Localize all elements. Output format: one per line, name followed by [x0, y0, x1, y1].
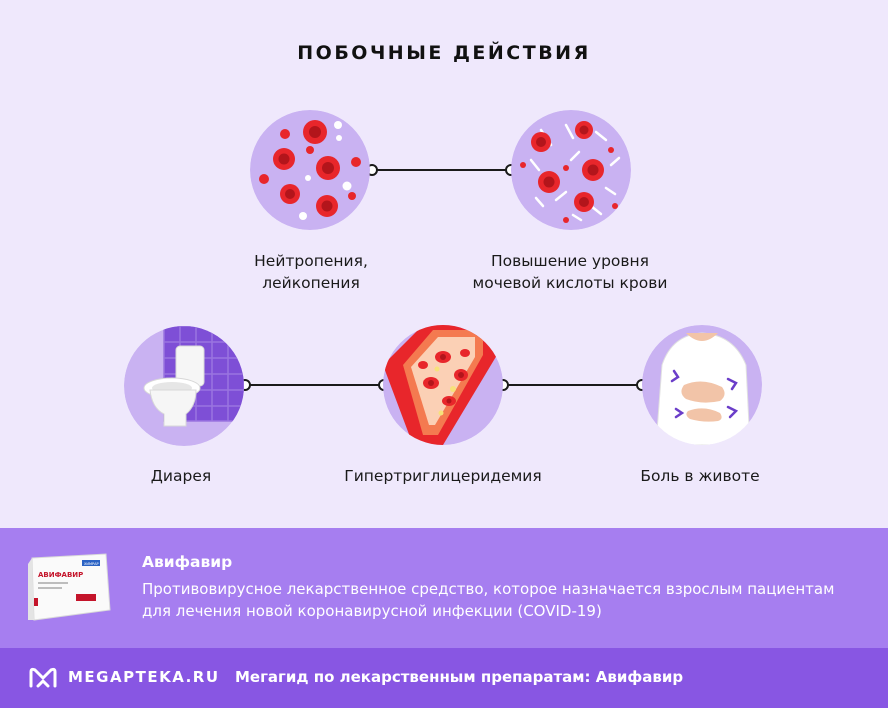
- stomach-pain-icon: [642, 325, 762, 445]
- brand-name[interactable]: MEGAPTEKA.RU: [68, 668, 220, 686]
- megapteka-logo-icon: [29, 666, 57, 692]
- label-line: лейкопения: [262, 274, 360, 292]
- infographic-main: ПОБОЧНЫЕ ДЕЙСТВИЯ: [124, 42, 762, 485]
- effect-label-uric-acid: Повышение уровня мочевой кислоты крови: [455, 250, 685, 294]
- uric-acid-crystals-icon: [511, 110, 631, 230]
- footer-band: MEGAPTEKA.RU Мегагид по лекарственным пр…: [0, 648, 888, 708]
- connector-line-bottom-left: [245, 384, 384, 386]
- effect-label-neutropenia: Нейтропения, лейкопения: [211, 250, 411, 294]
- label-line: Повышение уровня: [491, 252, 649, 270]
- footer-guide-text: Мегагид по лекарственным препаратам: Ави…: [235, 668, 684, 686]
- drug-name: Авифавир: [142, 553, 233, 571]
- effect-label-abdominal-pain: Боль в животе: [640, 467, 760, 485]
- blood-vessel-icon: [383, 325, 503, 445]
- effect-label-diarrhea: Диарея: [150, 467, 212, 485]
- page-title: ПОБОЧНЫЕ ДЕЙСТВИЯ: [297, 42, 591, 64]
- connector-line-top: [372, 169, 511, 171]
- drug-description: Противовирусное лекарственное средство, …: [142, 580, 835, 620]
- drug-package-image: АВИФАВИР ХИМРАР: [24, 550, 112, 628]
- effect-label-hypertriglyceridemia: Гипертриглицеридемия: [344, 467, 542, 485]
- connector-line-bottom-right: [503, 384, 642, 386]
- toilet-icon: [124, 326, 244, 446]
- package-title-text: АВИФАВИР: [38, 571, 83, 579]
- label-line: мочевой кислоты крови: [472, 274, 668, 292]
- label-line: Нейтропения,: [254, 252, 368, 270]
- blood-cells-icon: [250, 110, 370, 230]
- package-brand-text: ХИМРАР: [84, 562, 99, 566]
- drug-info-band: АВИФАВИР ХИМРАР Авифавир Противовирусное…: [0, 528, 888, 648]
